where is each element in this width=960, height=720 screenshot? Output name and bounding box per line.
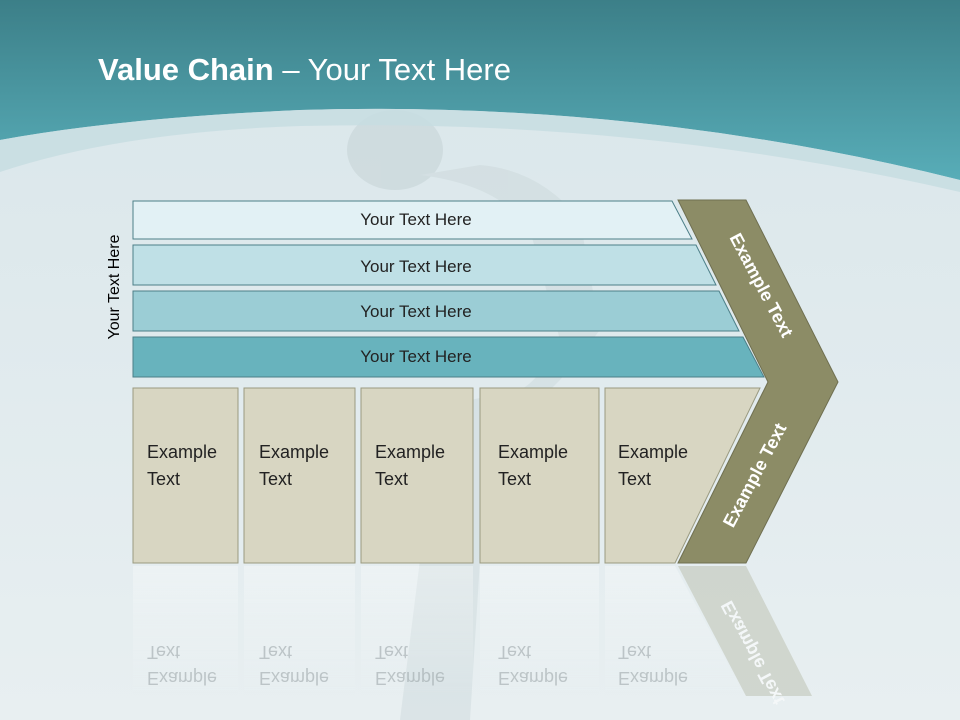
reflection-box-4-line1: Example — [498, 668, 568, 688]
activity-box-4-line1: Example — [498, 442, 568, 462]
activity-box-4-line2: Text — [498, 469, 531, 489]
activity-box-5-line1: Example — [618, 442, 688, 462]
band-3 — [132, 290, 740, 332]
activity-box-3 — [360, 387, 474, 564]
reflection-box-3-line1: Example — [375, 668, 445, 688]
page-title-rest: – Your Text Here — [273, 52, 511, 87]
activity-box-3-line1: Example — [375, 442, 445, 462]
reflection-box-1-line1: Example — [147, 668, 217, 688]
activity-box-4 — [479, 387, 600, 564]
reflection-box-5-line2: Text — [618, 642, 651, 662]
activity-box-5 — [604, 387, 761, 564]
diagram-reflection: Example Text Example Text Example Text E… — [133, 566, 812, 708]
activity-box-2-line1: Example — [259, 442, 329, 462]
activity-box-2 — [243, 387, 356, 564]
reflection-box-3-line2: Text — [375, 642, 408, 662]
band-4-label: Your Text Here — [360, 347, 472, 366]
reflection-box-4-line2: Text — [498, 642, 531, 662]
activity-box-3-line2: Text — [375, 469, 408, 489]
header-swoosh — [0, 108, 960, 192]
band-4 — [132, 336, 765, 378]
activity-box-5-line2: Text — [618, 469, 651, 489]
reflection-box-1-line2: Text — [147, 642, 180, 662]
activity-box-1-line2: Text — [147, 469, 180, 489]
page-title: Value Chain – Your Text Here — [98, 52, 511, 88]
band-1-label: Your Text Here — [360, 210, 472, 229]
band-3-label: Your Text Here — [360, 302, 472, 321]
margin-chevron — [677, 199, 839, 564]
header-band — [0, 0, 960, 180]
page-title-bold: Value Chain — [98, 52, 274, 87]
band-2-label: Your Text Here — [360, 257, 472, 276]
reflection-box-2-line1: Example — [259, 668, 329, 688]
reflection-box-5-line1: Example — [618, 668, 688, 688]
reflection-box-2-line2: Text — [259, 642, 292, 662]
band-2 — [132, 244, 717, 286]
activity-box-2-line2: Text — [259, 469, 292, 489]
activity-box-1 — [132, 387, 239, 564]
activity-box-1-line1: Example — [147, 442, 217, 462]
band-1 — [132, 200, 693, 240]
